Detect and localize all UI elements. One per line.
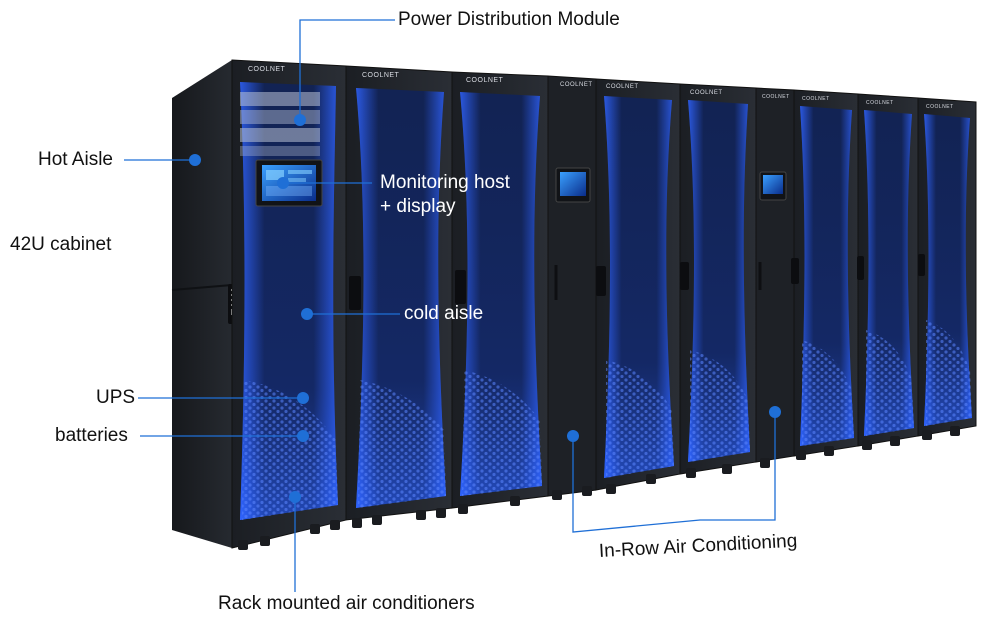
brand-logo-8: COOLNET (802, 96, 830, 102)
marker-dots (189, 114, 781, 503)
brand-logo-7: COOLNET (762, 94, 790, 100)
brand-logo-4: COOLNET (560, 82, 593, 88)
brand-logo-1: COOLNET (248, 66, 286, 73)
label-rack-mounted-air-conditioners: Rack mounted air conditioners (218, 593, 475, 614)
label-batteries: batteries (55, 425, 128, 446)
in-row-ac-display-2 (759, 171, 787, 201)
brand-logo-5: COOLNET (606, 84, 639, 90)
power-distribution-module (240, 92, 320, 156)
label-ups: UPS (96, 387, 136, 408)
casters (238, 426, 960, 550)
leader-lines (124, 19, 776, 592)
leader-power-distribution (299, 19, 395, 120)
label-42u-cabinet: 42U cabinet (10, 234, 112, 255)
label-cold-aisle: cold aisle (404, 303, 484, 324)
brand-logo-6: COOLNET (690, 90, 723, 96)
in-row-ac-display-1 (555, 167, 591, 203)
brand-logo-2: COOLNET (362, 72, 400, 79)
door-locks (349, 254, 925, 310)
label-monitoring-host: Monitoring host (380, 172, 510, 193)
leader-in-row-ac (572, 412, 776, 533)
label-monitoring-display: + display (380, 196, 456, 217)
label-power-distribution-module: Power Distribution Module (398, 9, 620, 30)
cabinet-row (231, 59, 977, 549)
brand-logo-9: COOLNET (866, 100, 894, 106)
brand-logo-3: COOLNET (466, 77, 504, 84)
brand-logo-10: COOLNET (926, 104, 954, 110)
label-hot-aisle: Hot Aisle (38, 149, 113, 170)
